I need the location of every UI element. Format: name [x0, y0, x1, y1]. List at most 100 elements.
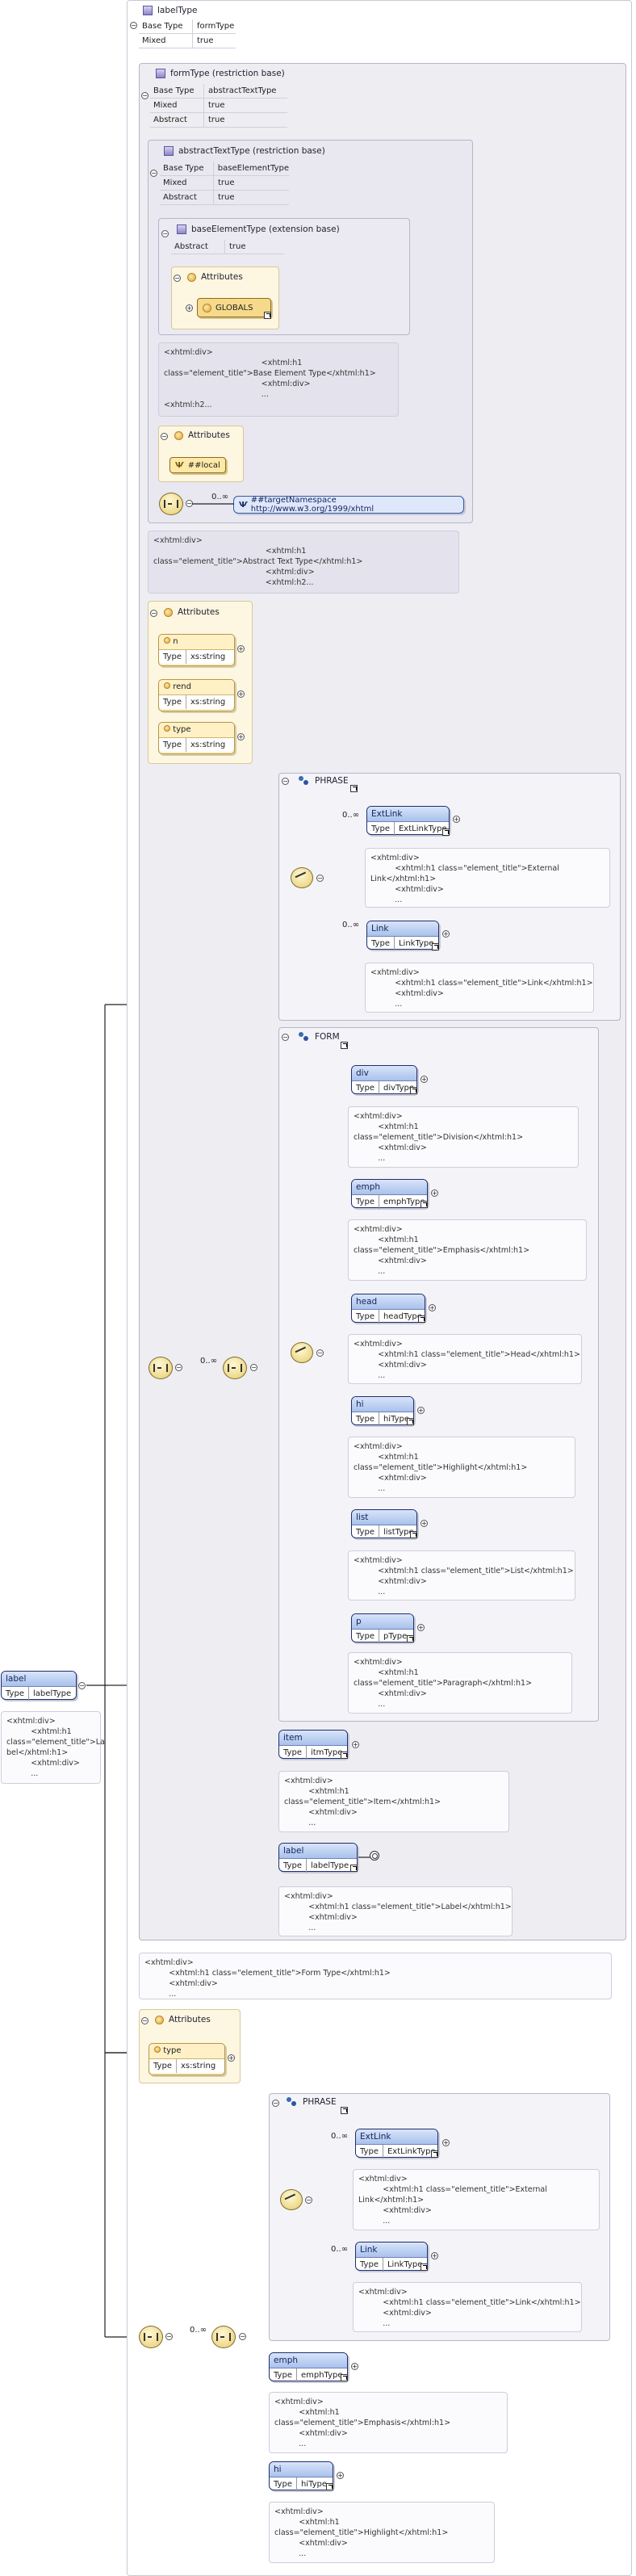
collapse-base-attributes-button[interactable]: −: [174, 275, 181, 282]
collapse-form-choice-button[interactable]: −: [316, 1349, 324, 1357]
expand-attribute-rend-button[interactable]: +: [237, 690, 245, 698]
extlink-type-link-icon[interactable]: [442, 829, 450, 836]
emph-type-link-icon[interactable]: [421, 1201, 428, 1208]
any-sequence[interactable]: [159, 493, 183, 515]
form-any-sequence[interactable]: [149, 1357, 173, 1379]
collapse-formType-button[interactable]: −: [141, 92, 149, 99]
attribute-icon: [187, 272, 196, 282]
collapse-baseElementType-button[interactable]: −: [161, 230, 169, 237]
form-sequence[interactable]: [223, 1357, 247, 1379]
phrase2-title: PHRASE: [287, 2097, 337, 2107]
collapse-bottom-sequence-button[interactable]: −: [239, 2333, 246, 2340]
collapse-bottom-any-button[interactable]: −: [165, 2333, 173, 2340]
expand-div-button[interactable]: +: [421, 1076, 428, 1083]
expand-item-button[interactable]: +: [352, 1741, 359, 1748]
phrase2-link-icon[interactable]: [341, 2107, 348, 2114]
hi2-type-link-icon[interactable]: [326, 2483, 333, 2490]
expand-attribute-n-button[interactable]: +: [237, 645, 245, 652]
expand-attribute-type2-button[interactable]: +: [228, 2054, 235, 2062]
type-attributes-title: Attributes: [155, 2015, 211, 2024]
any-card: 0..∞: [211, 493, 229, 501]
collapse-form-any-button[interactable]: −: [175, 1364, 182, 1371]
hi-type-link-icon[interactable]: [407, 1418, 414, 1425]
expand-head-button[interactable]: +: [429, 1304, 436, 1311]
collapse-phrase2-button[interactable]: −: [272, 2100, 279, 2107]
complex-type-icon: [156, 69, 165, 78]
collapse-local-attributes-button[interactable]: −: [161, 433, 168, 440]
expand-link2-button[interactable]: +: [431, 2252, 438, 2259]
bottom-sequence[interactable]: [211, 2326, 236, 2348]
recursion-connector: [358, 1856, 370, 1858]
sequence-icon: [153, 1364, 168, 1372]
phrase-link-icon[interactable]: [350, 785, 358, 792]
expand-link-button[interactable]: +: [442, 930, 450, 938]
expand-hi2-button[interactable]: +: [337, 2472, 344, 2479]
collapse-label-root-button[interactable]: −: [78, 1682, 86, 1689]
p-type-link-icon[interactable]: [407, 1635, 414, 1643]
expand-emph-button[interactable]: +: [431, 1189, 438, 1197]
recursion-icon[interactable]: [370, 1851, 379, 1861]
label-type-link-icon[interactable]: [350, 1865, 358, 1872]
baseElementType-title: baseElementType (extension base): [177, 224, 340, 234]
collapse-phrase2-choice-button[interactable]: −: [305, 2196, 312, 2204]
base-element-doc: <xhtml:div> <xhtml:h1 class="element_tit…: [158, 342, 399, 417]
bottom-any-sequence[interactable]: [139, 2326, 163, 2348]
any-element[interactable]: Ѱ ##targetNamespace http://www.w3.org/19…: [233, 496, 464, 514]
expand-p-button[interactable]: +: [417, 1624, 425, 1631]
globals-attribute-group[interactable]: GLOBALS: [197, 298, 271, 317]
expand-extlink-button[interactable]: +: [453, 816, 460, 823]
expand-emph2-button[interactable]: +: [351, 2363, 358, 2370]
emph2-type-link-icon[interactable]: [341, 2374, 348, 2381]
expand-attribute-type-button[interactable]: +: [237, 733, 245, 740]
form-choice[interactable]: [291, 1342, 313, 1363]
collapse-form-sequence-button[interactable]: −: [250, 1364, 257, 1371]
any-attribute-local[interactable]: Ѱ ##local: [169, 457, 226, 473]
extlink2-type-link-icon[interactable]: [431, 2150, 438, 2158]
attribute-icon: [164, 682, 170, 689]
expand-extlink2-button[interactable]: +: [442, 2139, 450, 2146]
attribute-icon: [164, 725, 170, 732]
collapse-phrase-choice-button[interactable]: −: [316, 875, 324, 882]
expand-list-button[interactable]: +: [421, 1520, 428, 1527]
div-doc: <xhtml:div> <xhtml:h1 class="element_tit…: [348, 1106, 579, 1168]
collapse-abstractTextType-button[interactable]: −: [150, 170, 157, 177]
phrase-choice[interactable]: [291, 867, 313, 888]
phrase2-choice[interactable]: [280, 2189, 303, 2210]
item-type-link-icon[interactable]: [341, 1752, 348, 1759]
collapse-phrase-button[interactable]: −: [282, 778, 289, 785]
head-type-link-icon[interactable]: [418, 1315, 425, 1323]
abstractTextType-title: abstractTextType (restriction base): [164, 146, 325, 156]
expand-hi-button[interactable]: +: [417, 1407, 425, 1414]
link-type-link-icon[interactable]: [432, 943, 439, 950]
link2-type-link-icon[interactable]: [421, 2263, 428, 2271]
div-type-link-icon[interactable]: [410, 1087, 417, 1094]
list-type-link-icon[interactable]: [410, 1531, 417, 1538]
collapse-nrt-attributes-button[interactable]: −: [150, 610, 157, 617]
collapse-labelType-button[interactable]: −: [130, 22, 137, 29]
globals-link-icon[interactable]: [264, 312, 271, 319]
expand-globals-button[interactable]: +: [186, 304, 193, 312]
collapse-type-attributes-button[interactable]: −: [141, 2017, 149, 2024]
collapse-form-button[interactable]: −: [282, 1034, 289, 1041]
form-link-icon[interactable]: [341, 1042, 348, 1049]
